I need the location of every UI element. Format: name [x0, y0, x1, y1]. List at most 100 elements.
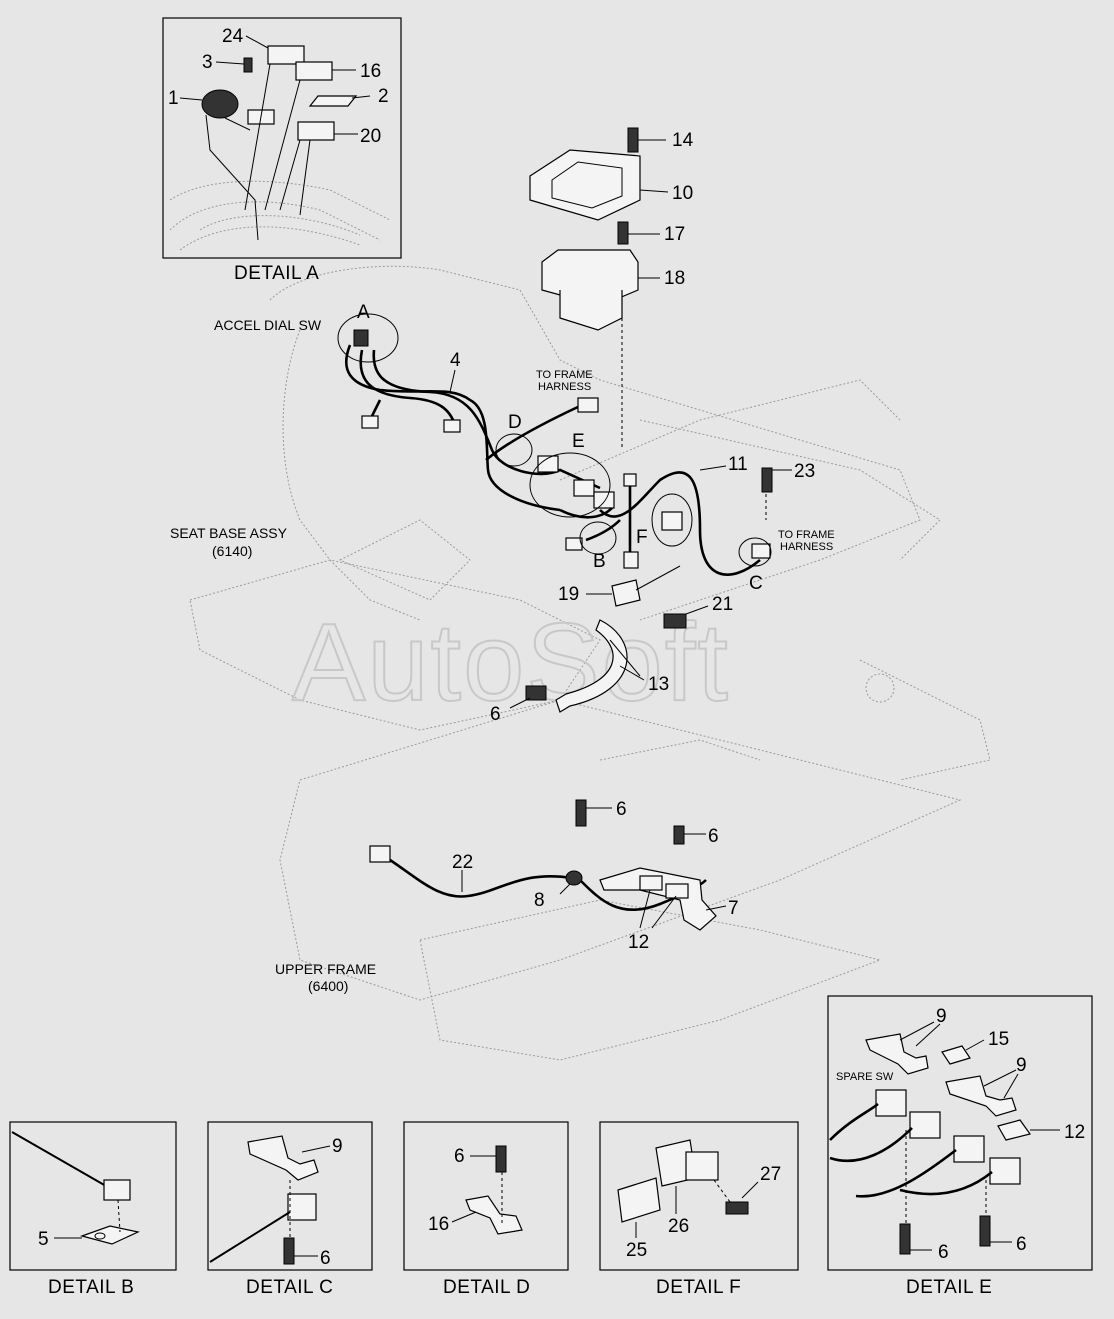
detail-f-panel: 27 26 25 [599, 1121, 799, 1271]
accel-dial-sw-label: ACCEL DIAL SW [214, 317, 322, 333]
callout-3: 3 [202, 52, 213, 73]
seat-base-assy-label: SEAT BASE ASSY [170, 525, 288, 541]
callout-7: 7 [728, 898, 739, 919]
callout-25: 25 [626, 1240, 647, 1261]
callout-10: 10 [672, 183, 693, 204]
callout-14: 14 [672, 130, 694, 151]
switch-20 [297, 121, 335, 141]
bracket-9b [945, 1075, 1017, 1117]
callout-1: 1 [168, 88, 179, 109]
detail-e-caption: DETAIL E [906, 1277, 992, 1298]
callout-12-e: 12 [1064, 1122, 1085, 1143]
callout-15: 15 [988, 1029, 1009, 1050]
bracket-9a [865, 1033, 929, 1075]
plate-15 [941, 1045, 971, 1065]
callout-5: 5 [38, 1229, 49, 1250]
callout-21: 21 [712, 594, 733, 615]
bolt-6-upper-a [575, 799, 587, 827]
callout-19: 19 [558, 584, 579, 605]
detail-letter-f: F [636, 527, 648, 548]
detail-letter-e: E [572, 431, 585, 452]
callout-6-main: 6 [490, 704, 501, 725]
to-frame-harness-2-line2: HARNESS [780, 541, 833, 553]
connector-e2 [573, 479, 595, 497]
connector-to-frame [577, 397, 599, 413]
relay-12-e [997, 1119, 1032, 1141]
detail-d-panel: 6 16 [403, 1121, 569, 1271]
relay-12a [639, 875, 663, 891]
callout-11: 11 [728, 454, 748, 475]
accel-dial-switch [353, 329, 369, 347]
callout-26: 26 [668, 1216, 689, 1237]
to-frame-harness-2-line1: TO FRAME [778, 529, 835, 541]
connector-f [661, 511, 683, 531]
callout-4: 4 [450, 350, 461, 371]
callout-9-e-a: 9 [936, 1006, 947, 1027]
detail-letter-d: D [508, 412, 522, 433]
connector-22 [369, 845, 391, 863]
switch-e1 [875, 1089, 907, 1117]
bolt-6-main [525, 685, 547, 701]
main-harness: 4 11 23 [337, 313, 815, 576]
bolt-6-c [283, 1237, 295, 1265]
connector-upper [623, 473, 637, 487]
screw-3 [243, 57, 253, 73]
bracket-16-d [465, 1195, 523, 1235]
upper-frame-harness: 22 8 6 6 7 12 [369, 799, 739, 953]
plug-23 [761, 467, 773, 493]
bolt-6-e-a [899, 1223, 911, 1255]
callout-17: 17 [664, 224, 685, 245]
detail-f-circle [651, 493, 693, 547]
callout-13: 13 [648, 674, 669, 695]
detail-d-caption: DETAIL D [443, 1277, 530, 1298]
callout-6-e-a: 6 [938, 1242, 949, 1263]
switch-e2 [909, 1111, 941, 1139]
callout-12: 12 [628, 932, 649, 953]
bolt-21 [663, 613, 687, 629]
callout-22: 22 [452, 852, 473, 873]
detail-c-caption: DETAIL C [246, 1277, 333, 1298]
callout-16-d: 16 [428, 1214, 449, 1235]
watermark: AutoSoft [292, 601, 730, 724]
detail-letter-b: B [593, 551, 606, 572]
plate-2 [308, 95, 358, 107]
connector-mid [443, 419, 461, 433]
accel-dial-knob-1 [201, 89, 239, 119]
grommet-8 [565, 870, 583, 886]
callout-6-c: 6 [320, 1248, 331, 1269]
switch-26 [685, 1151, 719, 1181]
bolt-6-upper-b [673, 825, 685, 845]
screw-27 [725, 1201, 749, 1215]
callout-9-e-b: 9 [1016, 1055, 1027, 1076]
callout-18: 18 [664, 268, 685, 289]
bracket-5 [79, 1225, 140, 1245]
relay-19 [611, 579, 641, 607]
relay-12b [665, 883, 689, 899]
upper-frame-code: (6400) [308, 978, 348, 994]
to-frame-harness-1-line2: HARNESS [538, 381, 591, 393]
detail-b-circle [579, 521, 617, 555]
detail-e-circle [529, 452, 611, 518]
detail-letter-c: C [749, 573, 763, 594]
callout-23: 23 [794, 461, 815, 482]
detail-c-circle [738, 537, 772, 567]
connector-b [565, 537, 583, 551]
spare-sw-label: SPARE SW [836, 1071, 894, 1083]
detail-a-circle [337, 313, 399, 363]
label-25 [617, 1177, 661, 1223]
bolt-17 [617, 221, 629, 245]
connector-b-detail [103, 1179, 131, 1201]
bolt-14 [627, 127, 639, 153]
switch-c [287, 1193, 317, 1221]
upper-frame-label: UPPER FRAME [275, 961, 376, 977]
detail-d-circle [495, 433, 533, 467]
callout-16: 16 [360, 61, 381, 82]
detail-a-panel: 24 3 16 1 2 20 [162, 17, 402, 259]
detail-b-panel: 5 [9, 1121, 177, 1271]
detail-a-caption: DETAIL A [234, 263, 319, 284]
detail-e-panel: SPARE SW 9 15 9 12 6 6 [827, 995, 1093, 1271]
connector-lower [623, 551, 639, 569]
detail-c-panel: 9 6 [207, 1121, 373, 1271]
